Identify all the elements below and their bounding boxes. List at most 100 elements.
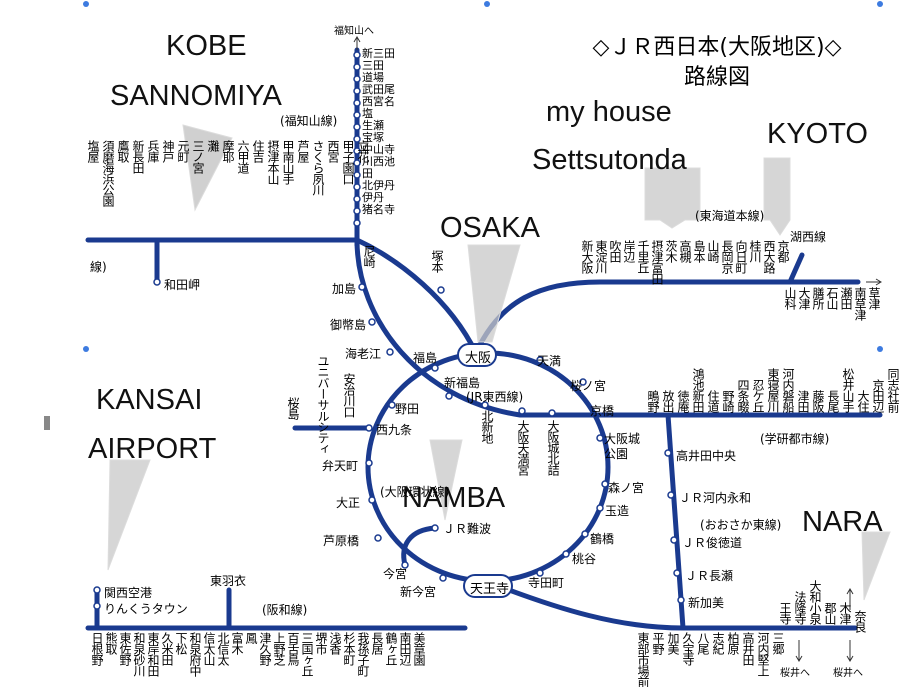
station-label: 南草津 bbox=[853, 287, 867, 320]
station-label: 武田尾 bbox=[362, 83, 395, 96]
station-morinomiya: 森ノ宮 bbox=[608, 481, 645, 495]
station-tamatsukuri: 玉造 bbox=[605, 504, 630, 518]
station-label: 神戸 bbox=[161, 140, 175, 162]
station-label: 我孫子町 bbox=[356, 632, 370, 676]
station-teradacho: 寺田町 bbox=[528, 576, 565, 590]
station-label: 大津 bbox=[797, 287, 811, 309]
station-label: 津田 bbox=[796, 390, 810, 412]
station-osakajokitazume: 大阪城北詰 bbox=[546, 420, 560, 475]
station-label: 日根野 bbox=[90, 632, 104, 665]
station-label: 東佐野 bbox=[118, 632, 132, 665]
annotation-namba: NAMBA bbox=[402, 482, 506, 514]
station-tsuruhashi: 鶴橋 bbox=[590, 532, 615, 546]
annotation-settsutonda: Settsutonda bbox=[532, 144, 687, 176]
station-label: 熊取 bbox=[104, 632, 118, 654]
line-name-gakkentoshi: (学研都市線) bbox=[760, 432, 830, 446]
station-label: 東寝屋川 bbox=[766, 368, 780, 412]
station-label: 四条畷 bbox=[736, 379, 750, 412]
station-label: 王寺 bbox=[778, 602, 792, 624]
gakkentoshi-station-labels: 鴫野 放出 徳庵 鴻池新田 住道 野崎 四条畷 忍ケ丘 東寝屋川 河内磐船 津田… bbox=[646, 360, 900, 412]
station-nishikujo: 西九条 bbox=[376, 423, 413, 437]
station-label: 法隆寺 bbox=[793, 591, 807, 624]
station-label: 杉本町 bbox=[342, 632, 356, 665]
station-label: 河内磐船 bbox=[781, 368, 795, 412]
yumesaki-station-labels: 桜島 ユニバーサルシティ 安治川口 bbox=[286, 355, 511, 454]
station-label: 桂川 bbox=[748, 240, 762, 262]
station-label: 道場 bbox=[362, 71, 384, 84]
station-osakatenmangu: 大阪天満宮 bbox=[516, 420, 530, 475]
line-name-osaka-kanjo: (大阪環状線) bbox=[380, 485, 450, 499]
station-label: 瀬田 bbox=[839, 287, 853, 309]
station-label: 灘 bbox=[206, 140, 220, 151]
station-kashima: 加島 bbox=[332, 282, 357, 296]
tokaido-station-labels: 新大阪 東淀川 吹田 岸辺 千里丘 摂津富田 茨木 高槻 島本 山崎 長岡京 向… bbox=[580, 240, 911, 284]
direction-fukuchiyama: 福知山へ bbox=[334, 26, 374, 37]
station-label: 摂津富田 bbox=[650, 240, 664, 284]
station-label: 桜島 bbox=[286, 397, 300, 419]
station-kansai-airport: 関西空港 bbox=[104, 586, 153, 600]
station-shin-imamiya: 新今宮 bbox=[400, 585, 437, 599]
station-label: 長居 bbox=[370, 632, 384, 654]
station-label: 野崎 bbox=[721, 390, 735, 412]
station-label: 同志社前 bbox=[886, 368, 900, 412]
station-tsukamoto: 塚本 bbox=[430, 250, 444, 272]
station-label: 芦屋 bbox=[296, 140, 310, 162]
station-label: 久宝寺 bbox=[681, 632, 695, 665]
station-label: 北信太 bbox=[216, 632, 230, 665]
station-label: 久米田 bbox=[160, 632, 174, 665]
station-sakuranomiya: 桜ノ宮 bbox=[570, 379, 607, 393]
station-label: 伊丹 bbox=[362, 191, 384, 204]
station-label: 高井田 bbox=[741, 632, 755, 665]
station-label: 宝塚 bbox=[362, 131, 384, 144]
station-label: 生瀬 bbox=[362, 119, 384, 132]
line-name-tokaido: (東海道本線) bbox=[695, 209, 765, 223]
station-label: 信太山 bbox=[202, 632, 216, 665]
station-label: 住吉 bbox=[251, 140, 265, 162]
station-label: 和泉府中 bbox=[188, 632, 202, 676]
station-label: 郡山 bbox=[823, 602, 837, 624]
station-fukushima: 福島 bbox=[413, 351, 438, 365]
station-label: 鴻池新田 bbox=[691, 368, 705, 412]
station-higashi-hagoromo: 東羽衣 bbox=[210, 574, 247, 588]
station-imamiya: 今宮 bbox=[383, 567, 408, 581]
direction-sakurai-2: 桜井へ bbox=[833, 668, 863, 679]
station-jr-kawachi-eiwa: ＪＲ河内永和 bbox=[679, 491, 752, 505]
station-label: 百舌鳥 bbox=[286, 632, 300, 665]
station-label: 大住 bbox=[856, 390, 870, 412]
station-jr-nagase: ＪＲ長瀬 bbox=[685, 569, 734, 583]
station-label: 下松 bbox=[174, 632, 188, 654]
station-label: 川西池田 bbox=[362, 155, 395, 180]
station-label: 甲南山手 bbox=[281, 140, 295, 184]
station-shin-kami: 新加美 bbox=[688, 596, 725, 610]
station-label: 和泉砂川 bbox=[132, 632, 146, 676]
station-label: 鳳 bbox=[244, 632, 258, 643]
line-name-kosei: 湖西線 bbox=[790, 230, 827, 244]
station-nara: 奈良 bbox=[853, 610, 867, 632]
annotation-nara: NARA bbox=[802, 506, 883, 538]
station-label: 藤阪 bbox=[811, 390, 825, 412]
fukuchiyama-station-list: 新三田 三田 道場 武田尾 西宮名塩 生瀬 宝塚 中山寺 川西池田 北伊丹 伊丹… bbox=[362, 48, 402, 216]
station-dots bbox=[93, 51, 685, 610]
station-label: 富木 bbox=[230, 632, 244, 654]
station-label: 志紀 bbox=[711, 632, 725, 654]
station-label: 加美 bbox=[666, 632, 680, 654]
annotation-kyoto: KYOTO bbox=[767, 118, 868, 150]
station-label: 安治川口 bbox=[342, 373, 356, 417]
station-label: ユニバーサルシティ bbox=[316, 355, 330, 454]
station-label: 立花 bbox=[356, 140, 370, 162]
annotation-kansai: KANSAI bbox=[96, 384, 203, 416]
kosei-station-labels: 山科 大津 膳所 石山 瀬田 南草津 草津 bbox=[783, 287, 911, 320]
station-label: 堺市 bbox=[314, 632, 328, 654]
station-label: 木津 bbox=[838, 602, 852, 624]
station-label: 石山 bbox=[825, 287, 839, 309]
station-label: 六甲道 bbox=[236, 140, 250, 173]
annotation-sannomiya: SANNOMIYA bbox=[110, 80, 282, 112]
station-amagasaki: 尼崎 bbox=[362, 245, 376, 267]
station-label: 東岸和田 bbox=[146, 632, 160, 676]
kobe-station-labels: 塩屋 須磨海浜公園 鷹取 新長田 兵庫 神戸 元町 三ノ宮 灘 摩耶 六甲道 住… bbox=[86, 140, 811, 206]
resize-grip[interactable] bbox=[44, 416, 50, 430]
station-kyobashi: 京橋 bbox=[590, 404, 615, 418]
station-shin-fukushima: 新福島 bbox=[444, 376, 481, 390]
line-name-fukuchiyama: (福知山線) bbox=[280, 114, 338, 128]
